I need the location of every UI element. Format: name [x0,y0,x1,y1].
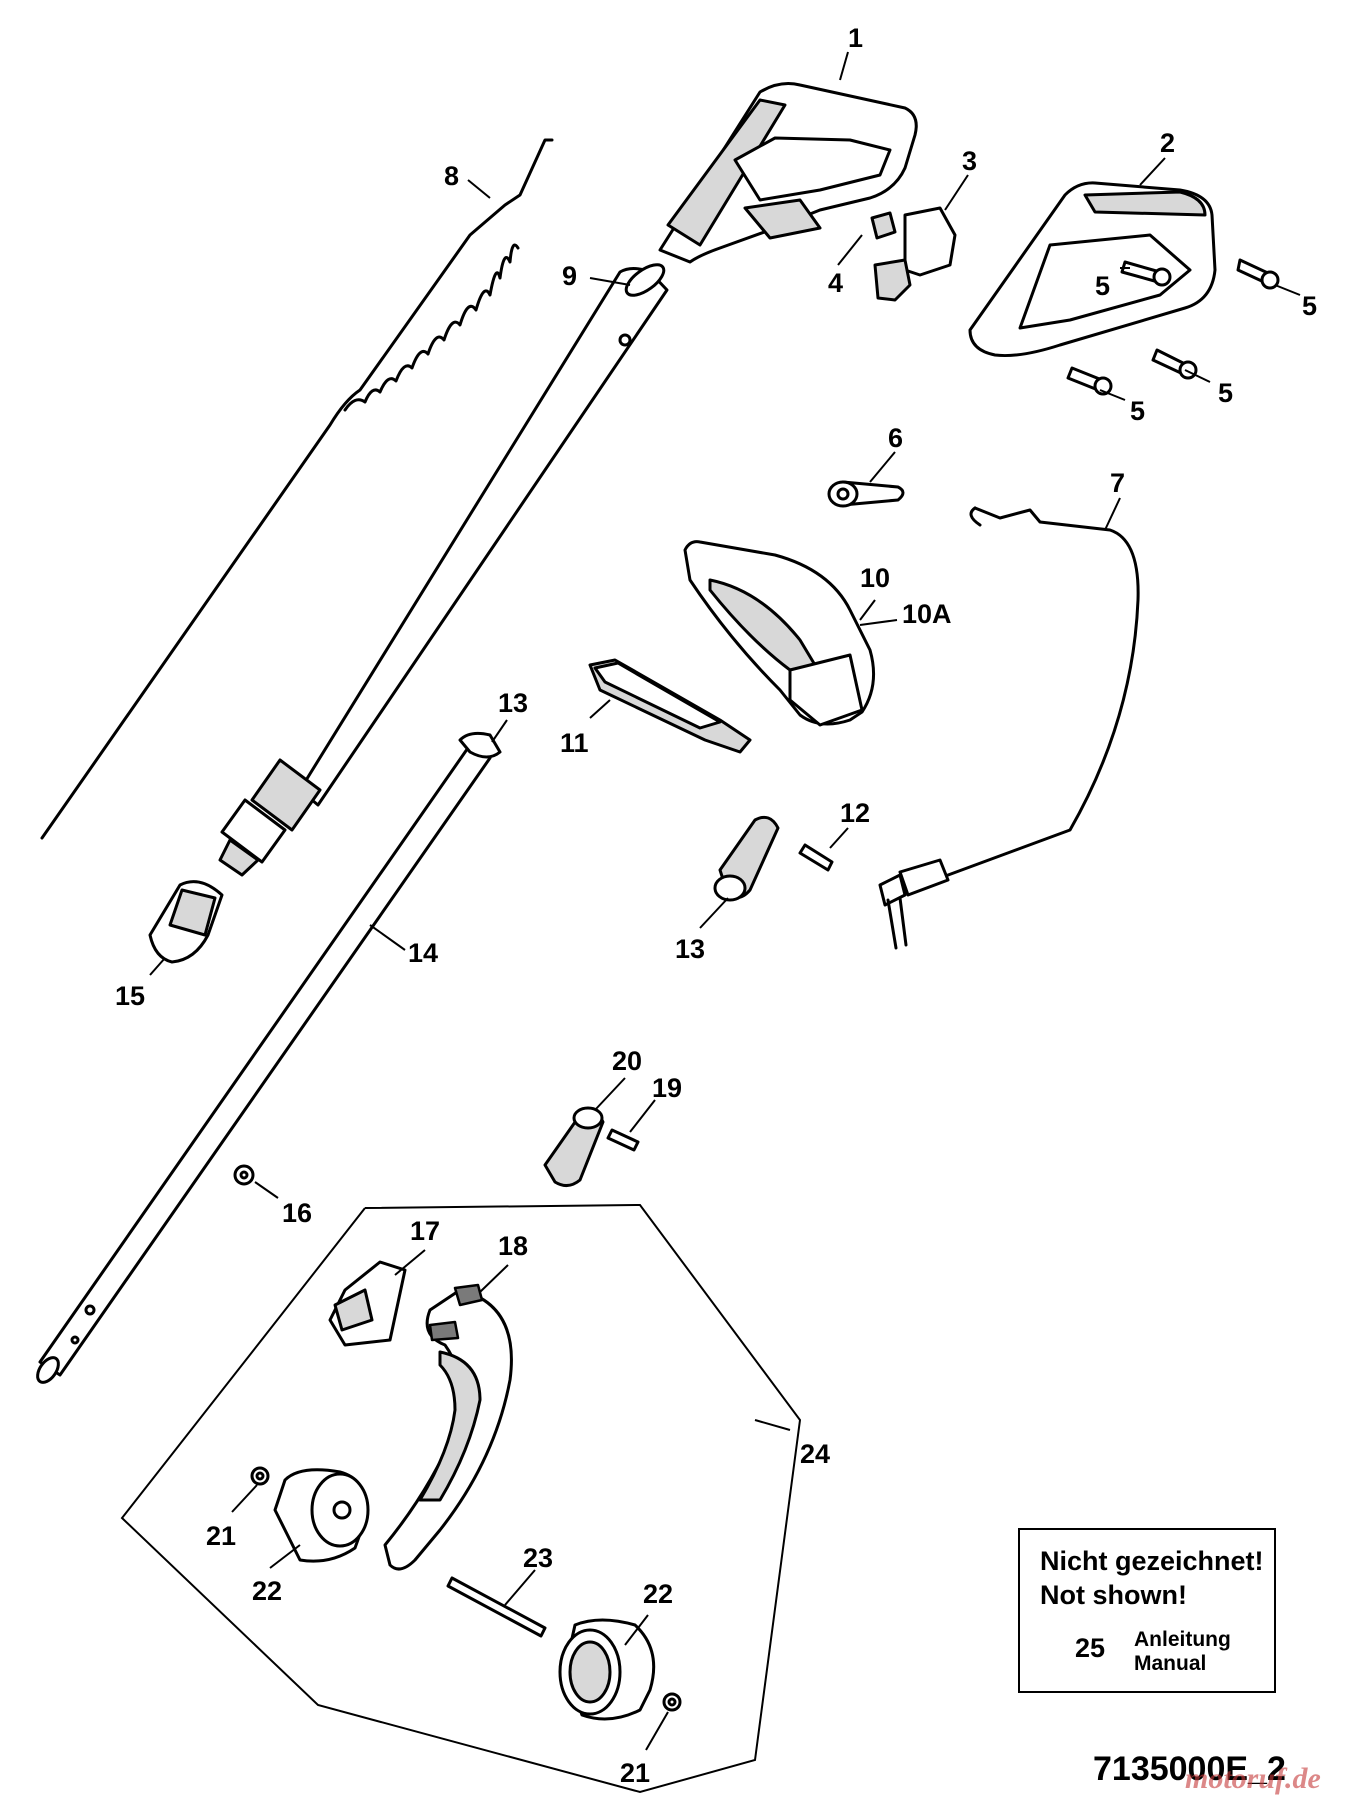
callout-labels: 1 2 3 4 5 5 5 5 6 7 8 9 10 10A 11 12 13 … [115,23,1317,1788]
callout-22: 22 [252,1576,282,1606]
callout-11: 11 [560,728,589,758]
not-shown-note-box: Nicht gezeichnet! Not shown! 25 Anleitun… [1018,1528,1276,1693]
callout-5: 5 [1130,396,1145,426]
callout-16: 15 [115,981,145,1011]
note-item-de: Anleitung [1134,1628,1231,1651]
note-not-shown-en: Not shown! [1040,1580,1187,1610]
callout-23: 23 [523,1543,553,1573]
part-13-clip-upper [713,815,780,902]
callout-3: 3 [962,146,977,176]
callout-5: 5 [1218,378,1233,408]
part-10-handle [683,540,876,727]
note-item-en: Manual [1134,1652,1207,1675]
callout-19: 18 [498,1231,528,1261]
note-not-shown-de: Nicht gezeichnet! [1040,1546,1264,1576]
part-12-pin [798,843,834,872]
callout-14: 13 [498,688,528,718]
part-8-spring-wire [40,138,554,840]
callout-24: 24 [800,1439,830,1469]
part-16-knob [148,880,224,964]
part-4-block [870,211,897,240]
part-19-guard-arm [383,1283,513,1571]
part-15-lower-shaft [36,731,502,1384]
part-22-rollers [273,1468,656,1721]
callout-10a: 10A [902,599,952,629]
callout-21: 21 [620,1758,650,1788]
callout-15: 14 [408,938,438,968]
watermark-logo: motoruf.de [1185,1762,1321,1795]
part-17-nut [233,1164,255,1186]
group-24-outline [120,1203,802,1794]
callout-17: 16 [282,1198,312,1228]
callout-8: 8 [444,161,459,191]
part-13-clip-lower [543,1106,605,1187]
part-2-housing-half [968,181,1217,358]
callout-21: 21 [206,1521,236,1551]
callout-13: 20 [612,1046,642,1076]
part-11-cover-strip [588,658,752,754]
callout-4: 4 [828,268,843,298]
callout-18: 17 [410,1216,440,1246]
part-7-power-cable [878,506,1140,950]
part-21-washers [250,1466,682,1712]
callout-22: 22 [643,1579,673,1609]
callout-5: 5 [1302,291,1317,321]
callout-9: 9 [562,261,577,291]
callout-10: 10 [860,563,890,593]
part-18-sleeve [328,1260,407,1347]
part-9-upper-shaft [218,263,669,877]
part-23-axle [446,1576,547,1638]
callout-2: 2 [1160,128,1175,158]
callout-13: 13 [675,934,705,964]
part-6-pin [827,480,905,508]
callout-6: 6 [888,423,903,453]
leader-lines [149,51,1301,1751]
callout-7: 7 [1110,468,1125,498]
note-item-number: 25 [1075,1633,1106,1663]
callout-5: 5 [1095,271,1110,301]
drawing-code: 7135000E_2 [1093,1750,1286,1788]
callout-20: 19 [652,1073,682,1103]
part-20-pin [606,1128,640,1152]
part-3-switch [873,206,957,302]
part-1-housing-half [658,82,918,264]
callout-12: 12 [840,798,870,828]
callout-1: 1 [848,23,863,53]
